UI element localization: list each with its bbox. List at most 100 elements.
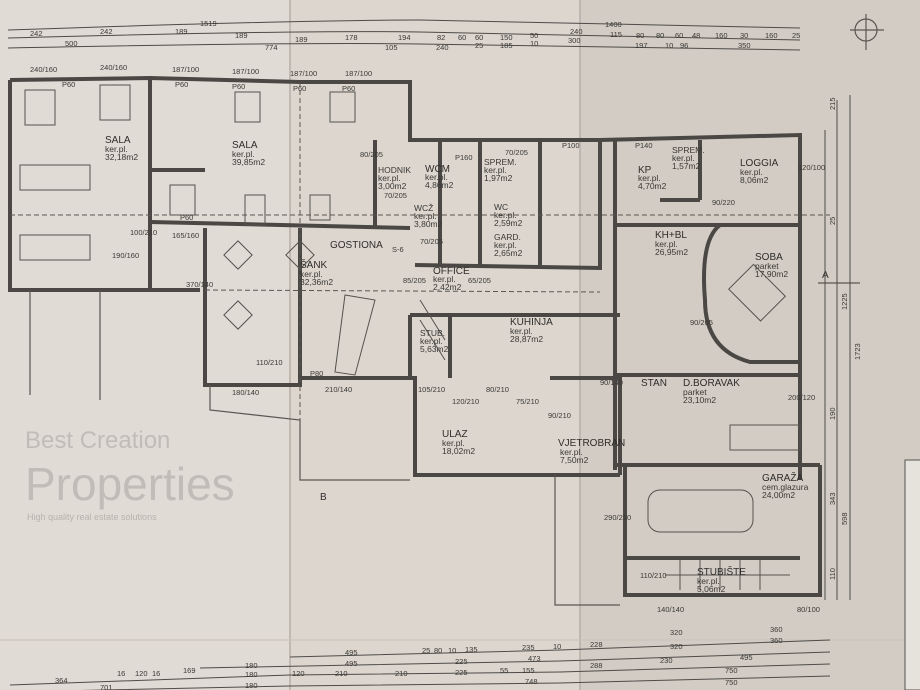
dimension-label: WCŽ — [414, 203, 433, 213]
dimension-label: SOBA — [755, 252, 783, 263]
door-dim: 187/100 — [290, 69, 317, 78]
dimension-label: KH+BL — [655, 230, 687, 241]
paper-panel-right — [580, 0, 920, 690]
dimension-label: 228 — [590, 640, 603, 649]
dim: 240 — [570, 27, 583, 36]
dim: 115 — [610, 30, 622, 39]
dimension-label: 343 — [828, 492, 837, 505]
dimension-label: 598 — [840, 512, 849, 525]
dimension-label: 5,63m2 — [420, 344, 449, 354]
dimension-label: ker.pl. — [560, 447, 583, 457]
door-dim: 290/210 — [604, 513, 631, 522]
zone-label-gostiona: GOSTIONA — [330, 240, 383, 251]
dimension-label: Best Creation — [25, 427, 170, 454]
dimension-label: ker.pl. — [638, 173, 661, 183]
dim: 350 — [738, 41, 751, 50]
dimension-label: 750 — [725, 666, 738, 675]
dim: 500 — [65, 39, 78, 48]
dimension-label: ker.pl. — [740, 167, 763, 177]
door-dim: 85/205 — [403, 276, 426, 285]
dimension-label: KP — [638, 165, 652, 176]
dimension-label: ker.pl. — [655, 239, 678, 249]
dimension-label: 155 — [522, 666, 535, 675]
dim: 189 — [235, 31, 248, 40]
dimension-label: 1225 — [840, 293, 849, 310]
dimension-label: 120 — [292, 669, 305, 678]
dimension-label: 7,50m2 — [560, 455, 589, 465]
bottom-dimension-lines: 495 25 80 10 135 235 10 228 320 360 16 1… — [9, 625, 831, 690]
opening-label: P100 — [562, 141, 580, 150]
room-gard: GARD.ker.pl.2,65m2 — [494, 232, 523, 258]
dim: 240 — [436, 43, 449, 52]
dimension-label: 28,87m2 — [510, 334, 543, 344]
dimension-label: 320 — [670, 628, 683, 637]
dimension-label: 750 — [725, 678, 738, 687]
door-dim: 240/160 — [30, 65, 57, 74]
dim: 30 — [740, 31, 748, 40]
dimension-label: 288 — [590, 661, 603, 670]
dimension-label: 210 — [335, 669, 348, 678]
dimension-label: 32,18m2 — [105, 152, 138, 162]
dimension-label: 23,10m2 — [683, 395, 716, 405]
terrace-outline — [10, 82, 830, 606]
door-dim: 70/205 — [384, 191, 407, 200]
dimension-label: HODNIK — [378, 165, 411, 175]
dim: 160 — [715, 31, 728, 40]
dim: 178 — [345, 33, 358, 42]
dimension-label: STUBIŠTE — [697, 565, 746, 578]
dim: 60 — [458, 33, 466, 42]
north-arrow-icon — [850, 14, 884, 50]
dimension-label: ker.pl. — [420, 336, 443, 346]
door-dim: 80/100 — [797, 605, 820, 614]
dimension-label: ker.pl. — [105, 144, 128, 154]
dimension-label: 210 — [395, 669, 408, 678]
dimension-label: 5,06m2 — [697, 584, 726, 594]
opening-label: P60 — [342, 84, 355, 93]
dimension-label: SPREM. — [672, 145, 705, 155]
dimension-label: 180 — [245, 681, 258, 690]
dimension-label: ker.pl. — [232, 149, 255, 159]
room-sprem-2: SPREM.ker.pl.1,57m2 — [672, 145, 705, 171]
section-mark-b: B — [320, 492, 327, 503]
dimension-label: ker.pl. — [378, 173, 401, 183]
bed-icon — [728, 263, 786, 322]
door-dim: 120/100 — [798, 163, 825, 172]
dimension-label: ker.pl. — [414, 211, 437, 221]
dimension-label: ker.pl. — [510, 326, 533, 336]
dim: 242 — [100, 27, 113, 36]
dim: 50 — [530, 31, 538, 40]
opening-label: P60 — [62, 80, 75, 89]
door-dim: 187/100 — [172, 65, 199, 74]
dimension-label: 3,80m2 — [414, 219, 443, 229]
dimension-label: 26,95m2 — [655, 247, 688, 257]
dimension-label: 2,65m2 — [494, 248, 523, 258]
dimension-label: 4,70m2 — [638, 181, 667, 191]
door-dim: 80/210 — [486, 385, 509, 394]
sofa-icon — [729, 424, 801, 451]
opening-label: P60 — [232, 82, 245, 91]
dim: 197 — [635, 41, 648, 50]
dimension-label: 215 — [828, 97, 837, 110]
dim: 60 — [675, 31, 683, 40]
dimension-label: VJETROBRAN — [558, 438, 625, 449]
dimension-label: STUB. — [420, 328, 445, 338]
door-dim: 110/210 — [256, 358, 283, 367]
dimension-label: D.BORAVAK — [683, 378, 740, 389]
right-dimension-lines: 215 1225 1723 190 343 598 110 25 — [824, 95, 862, 600]
stairs-icon — [665, 560, 790, 590]
door-dim: 165/160 — [172, 231, 199, 240]
dimension-label: ker.pl. — [433, 274, 456, 284]
dimension-label: 225 — [455, 657, 468, 666]
dimension-label: 2,42m2 — [433, 282, 462, 292]
dimension-label: GARD. — [494, 232, 521, 242]
dimension-label: 39,85m2 — [232, 157, 265, 167]
